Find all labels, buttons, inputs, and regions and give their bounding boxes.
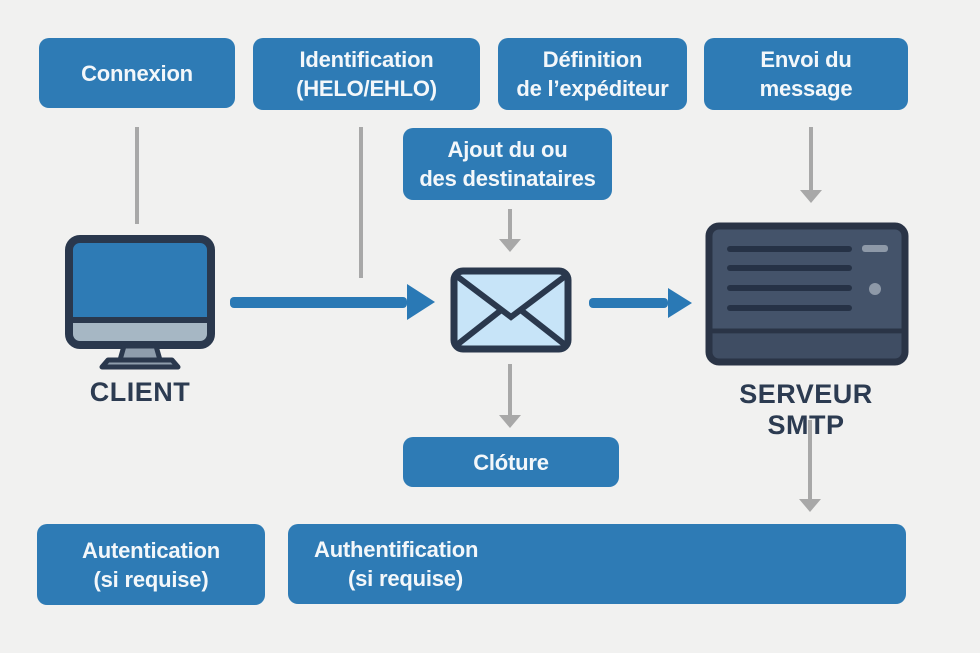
down-arrow-server-to-authentification xyxy=(799,420,821,512)
arrow-shaft xyxy=(808,420,812,499)
step-label: de l’expéditeur xyxy=(516,76,669,101)
arrow-head-icon xyxy=(499,239,521,252)
arrow-head-icon xyxy=(800,190,822,203)
step-label: message xyxy=(759,76,853,101)
connector-line-connexion xyxy=(135,127,139,224)
step-label: Ajout du ou xyxy=(447,137,568,162)
step-label: des destinataires xyxy=(419,166,596,191)
flow-arrow-envelope-to-server xyxy=(589,288,692,318)
step-label: Identification xyxy=(299,47,434,72)
arrow-head-icon xyxy=(668,288,692,318)
server-icon xyxy=(705,222,909,366)
arrow-shaft xyxy=(508,364,512,415)
step-label: (si requise) xyxy=(348,566,463,591)
client-label: CLIENT xyxy=(89,377,191,407)
step-label: Définition xyxy=(542,47,643,72)
arrow-shaft xyxy=(230,296,407,308)
arrow-shaft xyxy=(589,298,668,308)
step-box-definition-expediteur: Définition de l’expéditeur xyxy=(498,38,687,110)
down-arrow-ajout-to-envelope xyxy=(499,209,521,252)
step-label: (HELO/EHLO) xyxy=(296,76,437,101)
step-label: Envoi du xyxy=(760,47,852,72)
arrow-shaft xyxy=(508,209,512,239)
connector-line-identification xyxy=(359,127,363,278)
step-box-connexion: Connexion xyxy=(39,38,235,108)
arrow-shaft xyxy=(809,127,813,190)
envelope-icon xyxy=(450,267,572,353)
step-box-cloture: Clóture xyxy=(403,437,619,487)
step-box-ajout-destinataires: Ajout du ou des destinataires xyxy=(403,128,612,200)
smtp-server-label: SERVEUR SMTP xyxy=(739,379,873,440)
step-label: Authentification xyxy=(314,537,479,562)
arrow-head-icon xyxy=(499,415,521,428)
flow-arrow-client-to-envelope xyxy=(230,284,435,320)
step-box-envoi-message: Envoi du message xyxy=(704,38,908,110)
step-label: Autentication xyxy=(82,537,220,563)
down-arrow-envoi-to-server xyxy=(800,127,822,203)
step-box-authentification: Authentification (si requise) xyxy=(288,524,906,604)
arrow-head-icon xyxy=(799,499,821,512)
arrow-head-icon xyxy=(407,284,435,320)
monitor-icon xyxy=(65,235,215,370)
step-label: (si requise) xyxy=(93,566,209,592)
step-box-autentication: Autentication (si requise) xyxy=(37,524,265,605)
step-box-identification: Identification (HELO/EHLO) xyxy=(253,38,480,110)
step-label: Connexion xyxy=(81,60,193,86)
down-arrow-envelope-to-cloture xyxy=(499,364,521,428)
step-label: Clóture xyxy=(473,449,549,475)
